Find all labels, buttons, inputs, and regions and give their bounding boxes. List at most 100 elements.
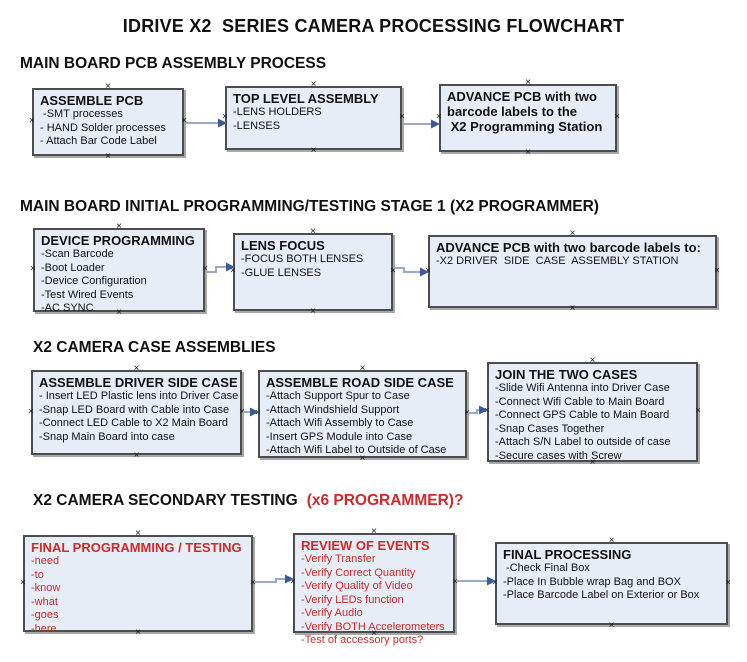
box-lines: -X2 DRIVER SIDE CASE ASSEMBLY STATION: [436, 255, 710, 269]
box-line: -Snap LED Board with Cable into Case: [39, 403, 230, 416]
flow-box-device-programming: DEVICE PROGRAMMING -Scan Barcode-Boot Lo…: [30, 222, 208, 318]
flow-box-join-the-two-cases: JOIN THE TWO CASES -Slide Wifi Antenna i…: [484, 356, 701, 468]
box-line: -Snap Cases Together: [495, 422, 605, 435]
section-header-secondary-testing: X2 CAMERA SECONDARY TESTING (x6 PROGRAMME…: [33, 492, 463, 510]
connection-point-marker: ×: [695, 405, 701, 417]
connector-arrow: [254, 574, 294, 584]
box-line: -Verify Correct Quantity: [301, 566, 416, 579]
connection-point-marker: ×: [492, 577, 498, 589]
box-line: -AC SYNC: [41, 302, 94, 314]
box-line: -Place In Bubble wrap Bag and BOX: [503, 575, 681, 588]
box-lines: -Attach Support Spur to Case-Attach Wind…: [266, 390, 460, 458]
connection-point-marker: ×: [371, 526, 377, 537]
box-title: REVIEW OF EVENTS: [301, 538, 430, 553]
box-line: -SMT processes: [40, 108, 123, 120]
box-line: -here: [31, 622, 57, 635]
connector-arrow: [394, 267, 429, 277]
connection-point-marker: ×: [290, 576, 296, 588]
connection-point-marker: ×: [250, 577, 256, 589]
box-line: -Device Configuration: [41, 275, 147, 287]
box-line: -Connect LED Cable to X2 Main Board: [39, 417, 228, 429]
connection-point-marker: ×: [133, 450, 140, 461]
box-line: -Test Wired Events: [41, 288, 134, 301]
box-title: FINAL PROCESSING: [503, 547, 632, 562]
connection-point-marker: ×: [608, 535, 615, 546]
connection-point-marker: ×: [133, 363, 140, 374]
connection-point-marker: ×: [310, 306, 316, 317]
connection-point-marker: ×: [390, 265, 396, 277]
box-line: -Attach Wifi Assembly to Case: [266, 417, 414, 429]
flow-box-review-of-events: REVIEW OF EVENTS -Verify Transfer-Verify…: [290, 527, 458, 647]
box-line: -goes: [31, 609, 59, 621]
connection-point-marker: ×: [589, 355, 596, 366]
connection-point-marker: ×: [105, 151, 111, 162]
flow-box-advance-pcb-driver-side-station: ADVANCE PCB with two barcode labels to: …: [425, 229, 720, 314]
connection-point-marker: ×: [399, 111, 405, 123]
box-line: -Check Final Box: [503, 562, 590, 574]
connection-point-marker: ×: [725, 577, 731, 589]
flow-box-assemble-road-side-case: ASSEMBLE ROAD SIDE CASE -Attach Support …: [255, 364, 470, 464]
section-header-black-part: X2 CAMERA SECONDARY TESTING: [33, 492, 298, 509]
box-title: ADVANCE PCB with two barcode labels to t…: [447, 89, 603, 134]
connection-point-marker: ×: [425, 265, 431, 277]
box-line: -X2 DRIVER SIDE CASE ASSEMBLY STATION: [436, 255, 679, 267]
connection-point-marker: ×: [255, 407, 261, 419]
box-line: - HAND Solder processes: [40, 121, 166, 134]
box-lines: -Slide Wifi Antenna into Driver Case-Con…: [495, 382, 691, 463]
connection-point-marker: ×: [310, 145, 317, 156]
connector-arrow: [456, 576, 496, 586]
box-line: -Verify BOTH Accelerometers: [301, 620, 445, 633]
box-lines: -SMT processes- HAND Solder processes- A…: [40, 108, 177, 149]
box-title: TOP LEVEL ASSEMBLY: [233, 91, 379, 106]
flow-box-final-processing: FINAL PROCESSING -Check Final Box-Place …: [492, 536, 731, 631]
box-line: -Place Barcode Label on Exterior or Box: [503, 589, 700, 601]
connection-point-marker: ×: [359, 363, 366, 374]
box-lines: -Scan Barcode-Boot Loader-Device Configu…: [41, 248, 198, 316]
connection-point-marker: ×: [28, 406, 34, 418]
box-title: JOIN THE TWO CASES: [495, 367, 638, 382]
connection-point-marker: ×: [222, 111, 228, 123]
box-lines: -Verify Transfer-Verify Correct Quantity…: [301, 553, 448, 648]
box-line: -Snap Main Board into case: [39, 430, 175, 443]
connection-point-marker: ×: [105, 81, 111, 92]
flow-box-advance-pcb-programming-station: ADVANCE PCB with two barcode labels to t…: [436, 78, 620, 158]
box-line: -Secure cases with Screw: [495, 449, 622, 462]
box-title: FINAL PROGRAMMING / TESTING: [31, 540, 242, 555]
connection-point-marker: ×: [436, 111, 442, 123]
connection-point-marker: ×: [135, 528, 141, 539]
connection-point-marker: ×: [202, 263, 208, 275]
connector-arrow: [243, 407, 259, 417]
section-header-pcb-assembly: MAIN BOARD PCB ASSEMBLY PROCESS: [20, 55, 327, 72]
box-line: -Attach Windshield Support: [266, 403, 400, 416]
connection-point-marker: ×: [20, 577, 26, 589]
box-line: -Attach Support Spur to Case: [266, 390, 410, 402]
box-line: -what: [31, 595, 58, 608]
flow-box-assemble-pcb: ASSEMBLE PCB -SMT processes- HAND Solder…: [29, 82, 187, 162]
box-line: -Slide Wifi Antenna into Driver Case: [495, 382, 670, 394]
box-lines: -Check Final Box-Place In Bubble wrap Ba…: [503, 562, 721, 603]
connection-point-marker: ×: [29, 115, 35, 127]
connection-point-marker: ×: [484, 405, 490, 417]
box-title: ADVANCE PCB with two barcode labels to:: [436, 240, 701, 255]
connection-point-marker: ×: [30, 263, 36, 275]
flow-box-assemble-driver-side-case: ASSEMBLE DRIVER SIDE CASE - Insert LED P…: [28, 364, 245, 461]
box-title: ASSEMBLE PCB: [40, 93, 144, 108]
box-line: -need: [31, 555, 60, 567]
box-line: -FOCUS BOTH LENSES: [241, 253, 364, 265]
box-title: ASSEMBLE ROAD SIDE CASE: [266, 375, 454, 390]
connection-point-marker: ×: [230, 265, 236, 277]
section-header-initial-programming: MAIN BOARD INITIAL PROGRAMMING/TESTING S…: [20, 198, 599, 215]
box-title: LENS FOCUS: [241, 238, 325, 253]
section-header-red-suffix: (x6 PROGRAMMER)?: [306, 492, 464, 509]
connector-arrow: [403, 119, 440, 129]
box-line: -Boot Loader: [41, 261, 105, 274]
box-line: -Connect Wifi Cable to Main Board: [495, 395, 665, 408]
connection-point-marker: ×: [525, 147, 531, 158]
page-title: IDRIVE X2 SERIES CAMERA PROCESSING FLOWC…: [122, 16, 625, 36]
connection-point-marker: ×: [525, 77, 531, 88]
connection-point-marker: ×: [116, 221, 122, 232]
connection-point-marker: ×: [181, 115, 187, 127]
connection-point-marker: ×: [239, 406, 245, 418]
flow-box-lens-focus: LENS FOCUS -FOCUS BOTH LENSES-GLUE LENSE…: [230, 227, 396, 317]
connection-point-marker: ×: [714, 265, 720, 277]
